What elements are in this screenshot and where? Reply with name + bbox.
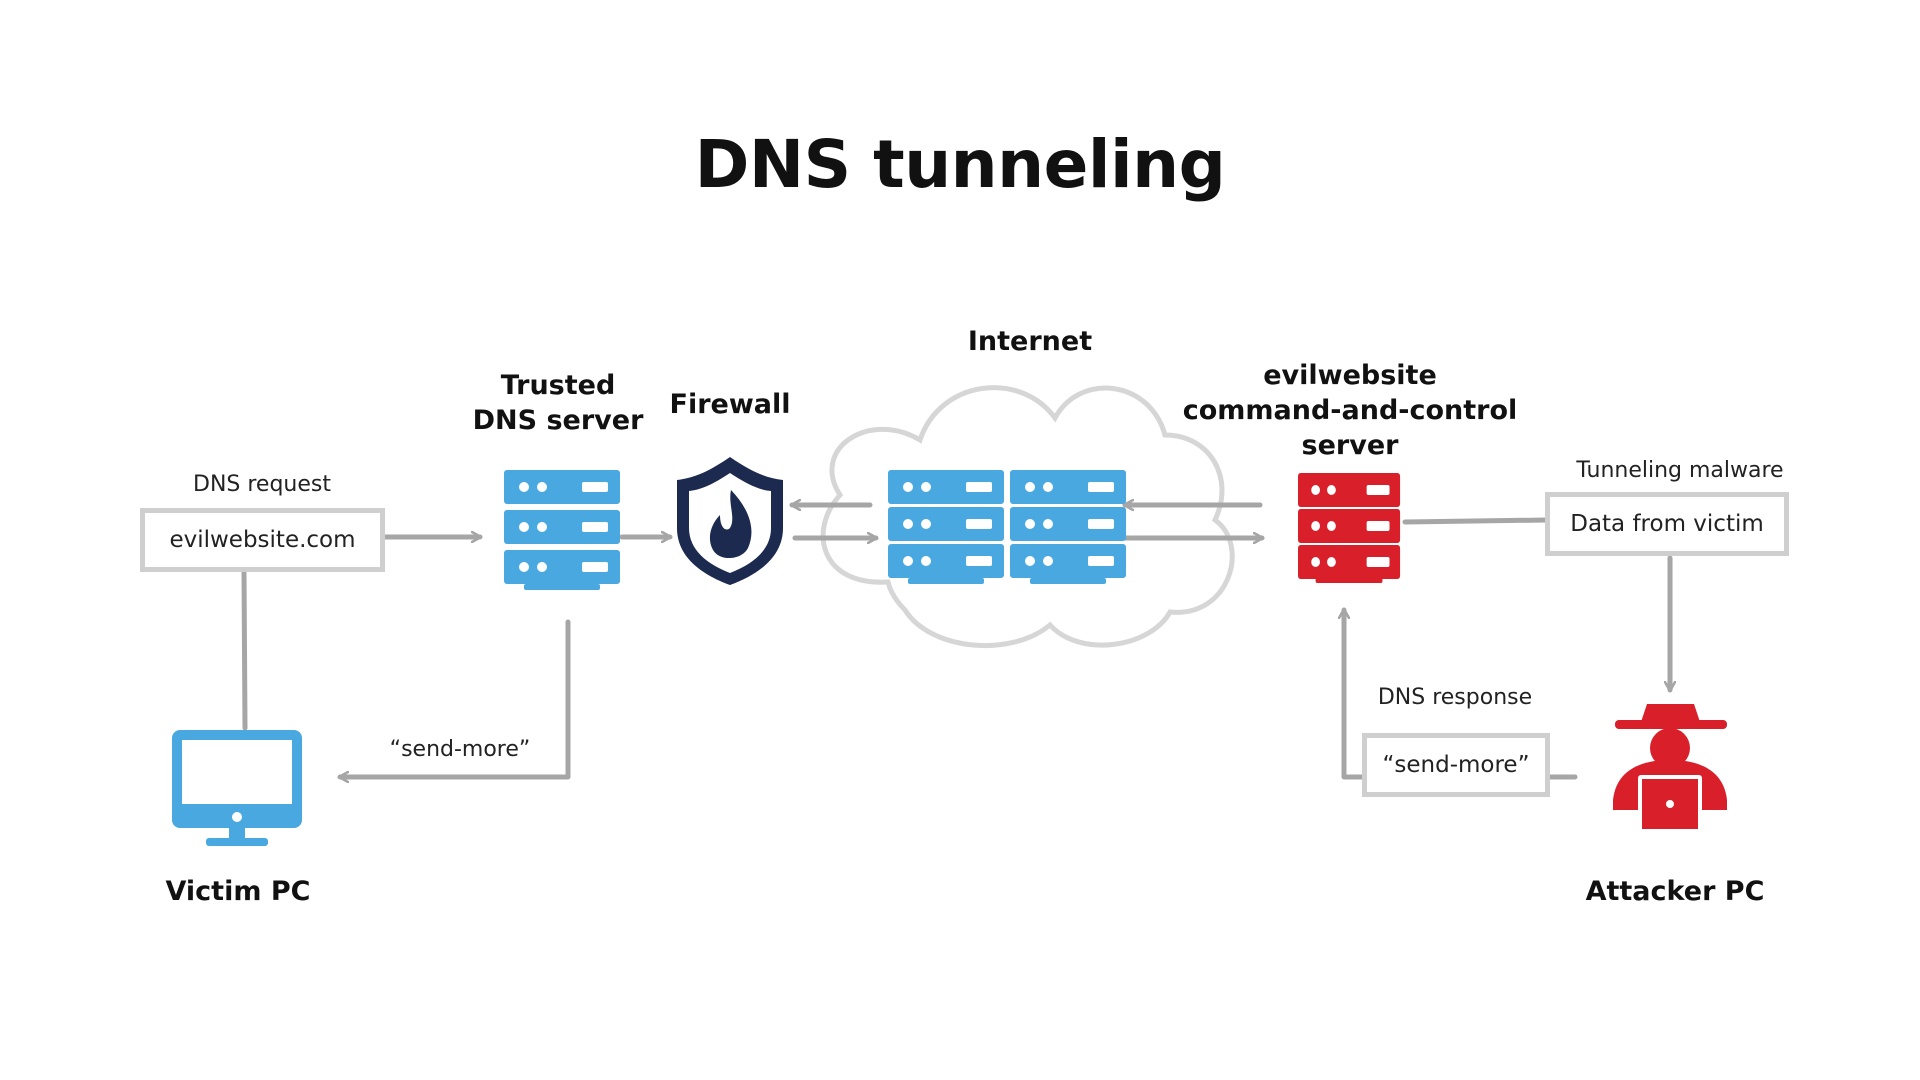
- label-dns-request: DNS request: [193, 472, 331, 497]
- connector-victim-to-request: [241, 569, 248, 731]
- label-dns-response: DNS response: [1377, 685, 1533, 710]
- label-send-more-victim: “send-more”: [389, 737, 531, 762]
- label-victim-pc: Victim PC: [165, 876, 311, 907]
- label-trusted-dns-line1: Trusted: [500, 370, 616, 401]
- label-tunneling-malware: Tunneling malware: [1576, 458, 1784, 483]
- label-attacker-pc: Attacker PC: [1585, 876, 1765, 907]
- attacker-hacker-icon: [1613, 704, 1727, 830]
- internet-server-right-icon: [1010, 470, 1126, 584]
- label-trusted-dns: Trusted DNS server: [458, 368, 658, 438]
- connector-c2-to-malware: [1402, 517, 1550, 525]
- connectors: [241, 505, 1670, 780]
- label-c2-line3: server: [1301, 430, 1399, 461]
- label-trusted-dns-line2: DNS server: [472, 405, 644, 436]
- internet-server-left-icon: [888, 470, 1004, 584]
- firewall-shield-icon: [677, 457, 783, 585]
- trusted-dns-server-icon: [504, 470, 620, 590]
- label-c2-line2: command-and-control: [1182, 395, 1518, 426]
- label-firewall: Firewall: [669, 389, 791, 420]
- arrow-dns-to-victim: [337, 619, 571, 777]
- label-c2-line1: evilwebsite: [1263, 360, 1437, 391]
- arrow-response-to-c2: [1344, 607, 1366, 780]
- diagram-title: DNS tunneling: [694, 126, 1226, 203]
- box-request-domain: evilwebsite.com: [140, 508, 385, 572]
- box-data-from-victim: Data from victim: [1545, 492, 1789, 556]
- label-internet: Internet: [967, 326, 1093, 357]
- box-response-send-more: “send-more”: [1362, 733, 1550, 797]
- c2-server-icon: [1298, 473, 1401, 583]
- label-c2-server: evilwebsite command-and-control server: [1180, 358, 1520, 463]
- victim-monitor-icon: [172, 730, 302, 846]
